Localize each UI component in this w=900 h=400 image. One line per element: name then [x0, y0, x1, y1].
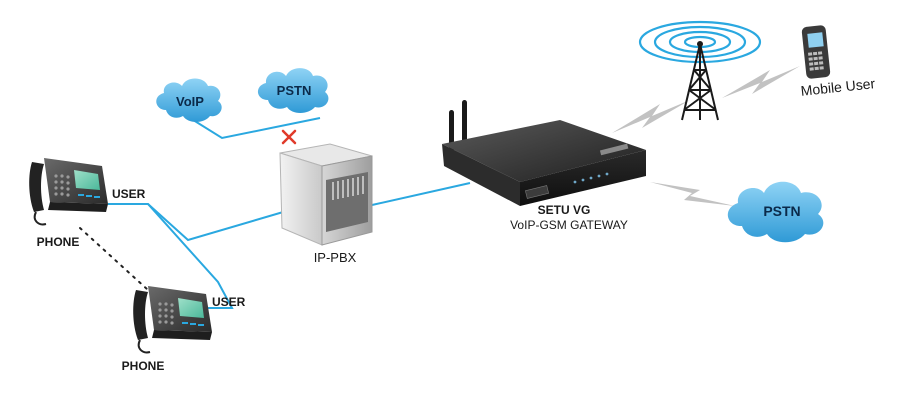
cloud-to-pbx-line [189, 117, 321, 140]
mobile-keys [807, 51, 824, 71]
phone-top-link [108, 203, 234, 309]
pstn-right-cloud-label: PSTN [763, 203, 800, 219]
pbx-left-face [279, 152, 323, 246]
voip-cloud [156, 78, 222, 122]
gateway-left [442, 144, 520, 206]
desk-phone-icon [133, 286, 212, 354]
wireless-links [612, 66, 800, 206]
cloud-icon: PSTN [257, 68, 329, 113]
gateway-desc-label: VoIP-GSM GATEWAY [510, 218, 628, 232]
router-icon [442, 100, 646, 206]
tower-frame [681, 43, 719, 121]
phone-bottom-handset [133, 290, 148, 340]
gateway-name-label: SETU VG [538, 203, 591, 217]
phone-top-keypad [54, 174, 70, 197]
x-mark-icon [281, 129, 297, 145]
pbx-to-gateway-link [371, 182, 471, 206]
connection-lines [108, 117, 471, 309]
phone-top-label: PHONE [37, 235, 80, 249]
gateway-display [524, 185, 550, 199]
phone-bottom-base [152, 330, 212, 340]
phone-bottom-keypad [158, 302, 174, 325]
phone-top-cord [33, 211, 47, 226]
mobile-user-label: Mobile User [800, 75, 876, 99]
tower-mobile-bolt [722, 66, 800, 98]
phone-bottom-cord [137, 339, 151, 354]
mobile-screen [807, 32, 824, 48]
gateway-leds [573, 172, 609, 184]
pstn-top-cloud-label: PSTN [277, 83, 312, 98]
tower-tip [697, 41, 703, 47]
cell-tower-icon [638, 20, 762, 121]
phone-top-function-keys [78, 194, 100, 198]
gateway-front [520, 150, 646, 206]
cloud-icon: VoIP [156, 78, 222, 122]
phone-bottom-screen [178, 298, 204, 318]
gateway-tower-bolt [612, 100, 690, 133]
user-bottom-label: USER [212, 295, 246, 309]
antenna-right [462, 100, 467, 150]
phone-bottom-function-keys [182, 322, 204, 326]
user-top-label: USER [112, 187, 146, 201]
gateway-top [442, 120, 646, 182]
pstn-top-cloud [257, 68, 329, 113]
phone-dotted-link [79, 227, 149, 291]
server-box-icon [279, 143, 373, 246]
pbx-vents [332, 176, 364, 200]
phone-top-base [48, 202, 108, 212]
phone-top-screen [74, 170, 100, 190]
mobile-phone-icon [801, 25, 831, 79]
voip-cloud-label: VoIP [176, 94, 204, 109]
pbx-to-phones-link [147, 203, 291, 242]
phone-bottom-label: PHONE [122, 359, 165, 373]
phone-top-handset [29, 162, 44, 212]
pstn-right-cloud [727, 181, 824, 243]
desk-phone-icon [29, 158, 108, 226]
cloud-icon: PSTN [727, 181, 824, 243]
pbx-label: IP-PBX [314, 250, 357, 265]
pbx-front-panel [326, 172, 368, 232]
gateway-pstn-bolt [650, 182, 735, 206]
gateway-badge [599, 143, 629, 156]
